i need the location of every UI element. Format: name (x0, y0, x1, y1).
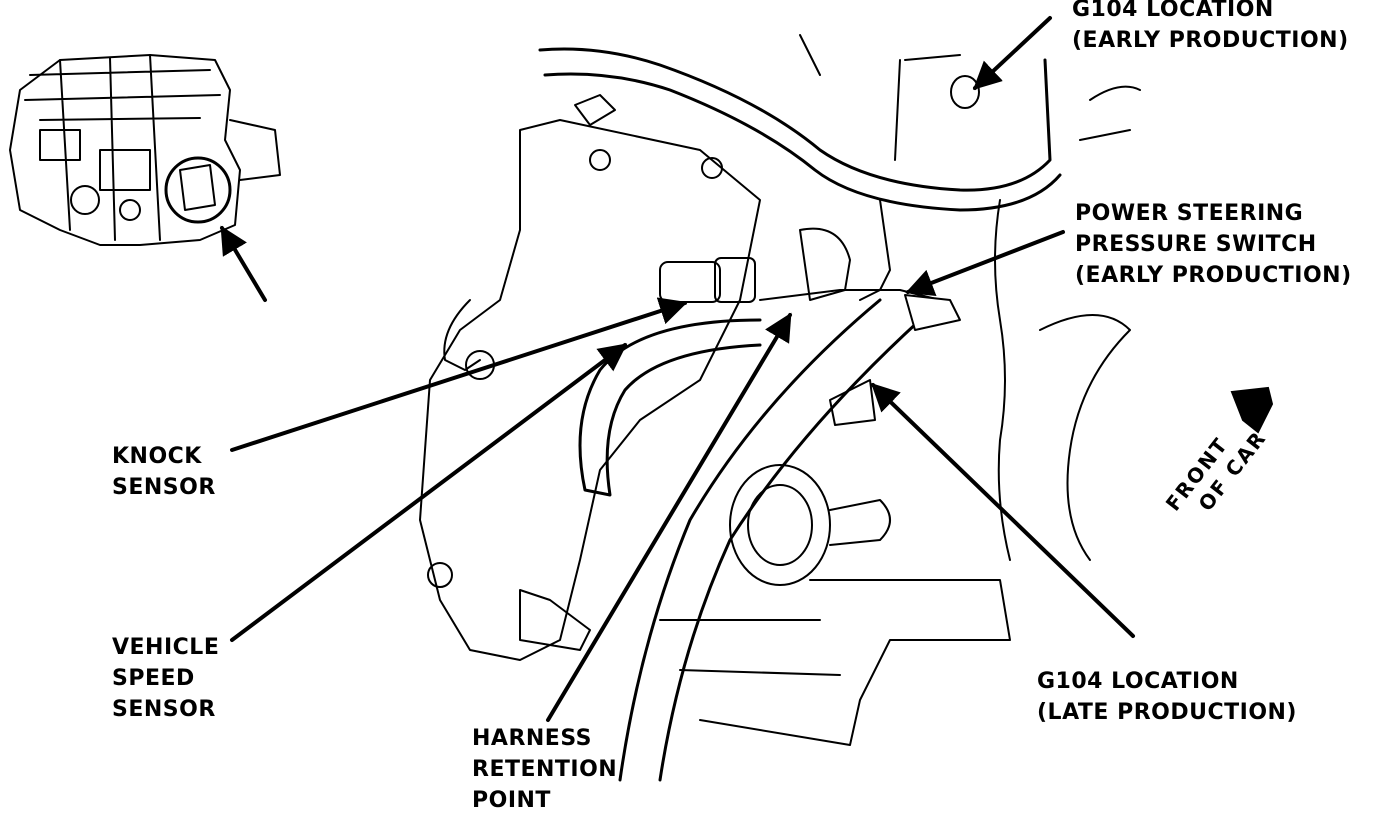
g104-early-arrow (972, 16, 1052, 90)
vss-label: VEHICLE SPEED SENSOR (112, 632, 219, 725)
g104-early-line2: (EARLY PRODUCTION) (1072, 28, 1349, 53)
g104-late-label: G104 LOCATION (LATE PRODUCTION) (1037, 666, 1297, 728)
inset-highlight-circle (164, 156, 232, 224)
ps-switch-line3: (EARLY PRODUCTION) (1075, 263, 1352, 288)
engine-inset (9, 54, 281, 246)
ps-switch-arrow (905, 230, 1065, 296)
knock-sensor-line2: SENSOR (112, 475, 216, 500)
ps-switch-line1: POWER STEERING (1075, 201, 1304, 226)
g104-late-line2: (LATE PRODUCTION) (1037, 700, 1297, 725)
g104-early-line1: G104 LOCATION (1072, 0, 1274, 22)
front-of-car-arrow (1230, 386, 1274, 434)
knock-sensor-label: KNOCK SENSOR (112, 441, 216, 503)
knock-sensor-line1: KNOCK (112, 444, 202, 469)
harness-label: HARNESS RETENTION POINT (472, 723, 617, 816)
vss-line2: SPEED (112, 666, 195, 691)
g104-late-line1: G104 LOCATION (1037, 669, 1239, 694)
harness-line3: POINT (472, 788, 551, 813)
harness-line1: HARNESS (472, 726, 593, 751)
ps-switch-label: POWER STEERING PRESSURE SWITCH (EARLY PR… (1075, 198, 1352, 291)
vss-arrow (230, 343, 628, 642)
ps-switch-line2: PRESSURE SWITCH (1075, 232, 1317, 257)
inset-arrow (220, 225, 267, 302)
engine-main-drawing (419, 34, 1141, 782)
vss-line3: SENSOR (112, 697, 216, 722)
harness-line2: RETENTION (472, 757, 618, 782)
knock-sensor-arrow (230, 297, 688, 452)
callout-arrows (230, 16, 1135, 722)
vss-line1: VEHICLE (112, 635, 220, 660)
harness-arrow (546, 312, 792, 722)
g104-early-label: G104 LOCATION (EARLY PRODUCTION) (1072, 0, 1349, 56)
g104-late-arrow (870, 383, 1135, 638)
